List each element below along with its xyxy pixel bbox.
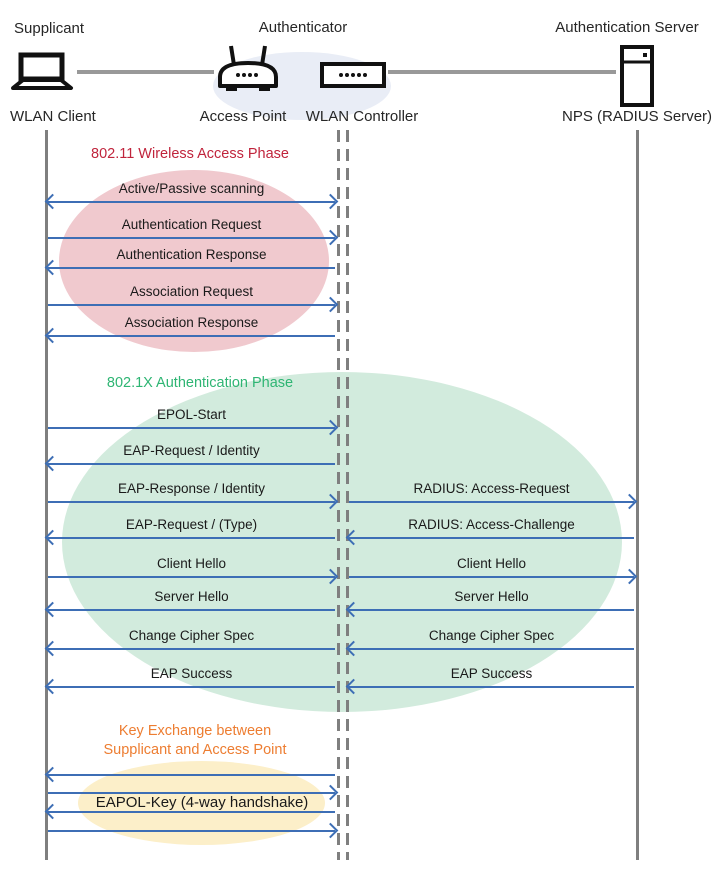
message-arrow-left [44,678,335,695]
message-label: Association Request [129,284,254,299]
message-label: Change Cipher Spec [428,628,555,643]
laptop-icon [10,52,74,92]
message-arrow-right [48,493,339,510]
lifeline-wlan-controller-dashed-1 [337,130,340,860]
lifeline-nps-server [636,130,639,860]
lifeline-wlan-client [45,130,48,860]
message-label: EAP-Response / Identity [117,481,266,496]
message-label: EAP Success [450,666,533,681]
phase-title-key-exchange-line2: Supplicant and Access Point [103,742,287,758]
message-arrow-right [48,296,339,313]
message-label: Authentication Request [121,217,262,232]
message-label: Change Cipher Spec [128,628,255,643]
message-arrow-both [44,193,339,210]
message-label: RADIUS: Access-Challenge [408,517,575,532]
message-label: EPOL-Start [156,407,227,422]
message-label: Client Hello [456,556,527,571]
message-arrow-right [48,419,339,436]
device-label-nps-radius-server: NPS (RADIUS Server) [562,108,713,125]
role-label-authentication-server: Authentication Server [555,19,699,36]
lifeline-wlan-controller-dashed-2 [346,130,349,860]
phase-title-key-exchange-line1: Key Exchange between [118,723,272,739]
message-arrow-left [345,640,634,657]
phase-title-80211-wireless-access: 802.11 Wireless Access Phase [91,146,289,162]
message-arrow-right [48,568,339,585]
message-arrow-left [44,529,335,546]
message-arrow-left [345,529,634,546]
connector-client-ap [77,70,214,74]
connector-controller-server [388,70,616,74]
message-label: RADIUS: Access-Request [413,481,570,496]
eapol-key-handshake-label: EAPOL-Key (4-way handshake) [95,794,309,811]
message-arrow-right [349,493,638,510]
message-arrow-right [48,784,339,801]
device-label-access-point: Access Point [199,108,287,125]
message-label: Client Hello [156,556,227,571]
message-arrow-left [44,640,335,657]
role-label-supplicant: Supplicant [14,20,85,37]
message-arrow-left [44,455,335,472]
access-point-icon [216,44,280,94]
message-arrow-left [44,259,335,276]
message-arrow-left [44,766,335,783]
wlan-controller-icon [320,62,386,88]
message-label: EAP-Request / Identity [123,443,260,458]
message-label: Server Hello [454,589,529,604]
server-icon [620,45,654,107]
message-label: EAP Success [150,666,233,681]
wireless-access-phase-ellipse [59,170,329,352]
message-arrow-left [44,601,335,618]
message-label: Active/Passive scanning [118,181,265,196]
message-arrow-left [44,327,335,344]
device-label-wlan-client: WLAN Client [10,108,96,125]
phase-title-key-exchange: Key Exchange between Supplicant and Acce… [65,722,325,760]
role-label-authenticator: Authenticator [258,19,348,36]
phase-title-8021x-authentication: 802.1X Authentication Phase [106,375,294,391]
message-label: Server Hello [154,589,229,604]
arrowhead-right [322,822,339,839]
message-label: EAP-Request / (Type) [125,517,258,532]
message-arrow-right [349,568,638,585]
message-arrow-right [48,229,339,246]
message-arrow-right [48,822,339,839]
message-label: Association Response [124,315,259,330]
device-label-wlan-controller: WLAN Controller [305,108,419,125]
message-arrow-left [345,678,634,695]
message-arrow-left [44,803,335,820]
message-label: Authentication Response [116,247,267,262]
message-arrow-left [345,601,634,618]
